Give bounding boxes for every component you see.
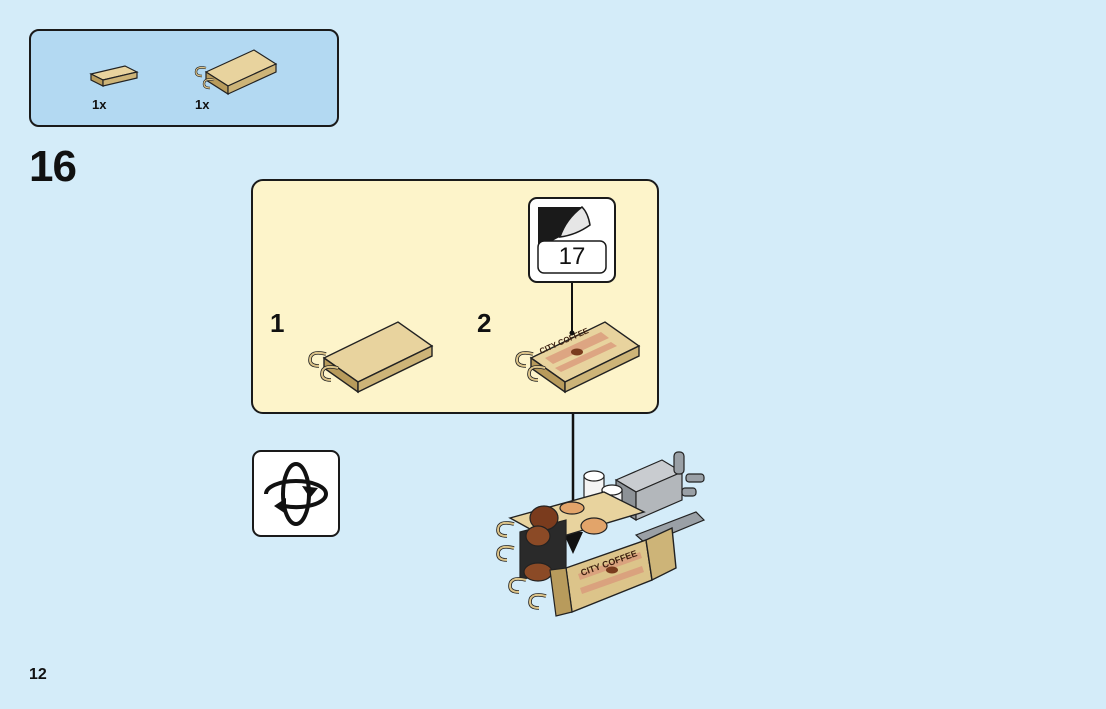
part-quantity: 1x [92,97,107,112]
city-coffee-sign-icon: CITY COFFEE [515,321,641,394]
tan-tile-1x2-icon [89,65,139,87]
part-quantity: 1x [195,97,210,112]
substep-number-1: 1 [270,308,285,338]
parts-callout [29,29,339,127]
step-number: 16 [29,142,77,191]
substep-number-2: 2 [477,308,492,338]
sticker-number: 17 [558,243,586,270]
rotate-callout [252,450,340,537]
rotate-model-icon [264,462,329,526]
tan-plate-clips-icon [194,49,278,96]
tan-plate-clips-icon [308,321,434,394]
page-number: 12 [29,666,47,683]
coffee-cart-model: CITY COFFEE [496,451,706,617]
sticker-peel-icon [537,206,607,274]
sticker-callout: 17 [528,197,616,283]
